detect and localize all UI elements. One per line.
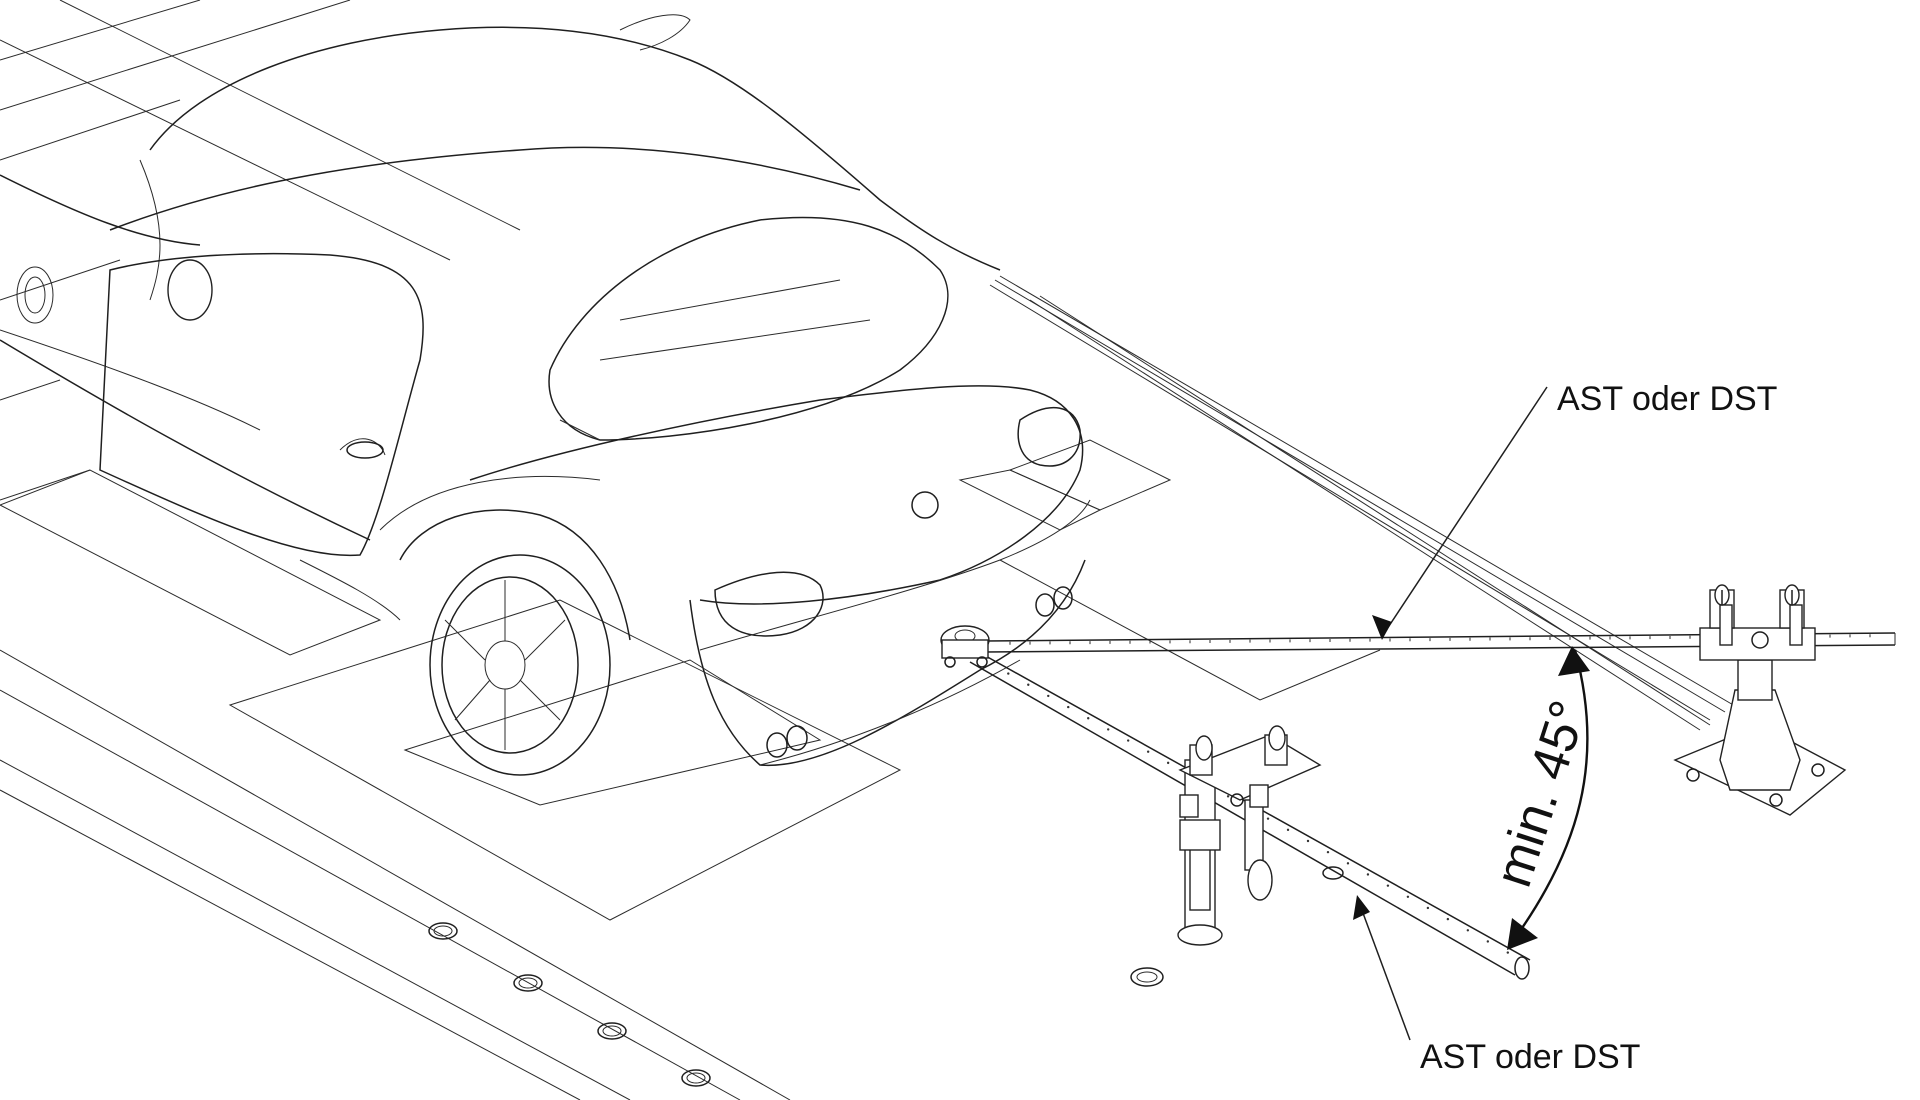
car-icon [0, 14, 1091, 776]
bar-tick [1126, 739, 1130, 742]
bar-tick [1506, 951, 1510, 954]
upper-callout-leader [1372, 386, 1548, 640]
bar-tick [1466, 929, 1470, 932]
bar-tick [1306, 839, 1310, 843]
lower-callout-leader [1353, 895, 1411, 1041]
floor-holes [428, 866, 1344, 1087]
lower-callout-label: AST oder DST [1420, 1038, 1640, 1076]
bar-tick [1047, 694, 1050, 698]
bar-tick [1027, 683, 1030, 686]
bar-tick [1286, 828, 1290, 832]
bar-tick [1366, 873, 1370, 876]
bar-tick [1426, 906, 1430, 910]
angle-dimension [1507, 646, 1590, 950]
bar-clamp [940, 625, 990, 668]
bar-tick [1406, 895, 1410, 898]
bar-tick [1386, 884, 1390, 887]
bar-tick [1087, 717, 1090, 720]
bar-tick [1446, 917, 1450, 921]
bar-tick [1067, 705, 1070, 709]
bar-tick [1107, 728, 1110, 731]
bar-tick [1326, 850, 1330, 854]
upper-callout-label: AST oder DST [1557, 380, 1777, 418]
bar-tick [1346, 862, 1350, 865]
upper-bar-ticks [1009, 634, 1871, 645]
bar-tick [1266, 817, 1270, 820]
lower-measuring-stand-icon [1177, 725, 1322, 946]
bar-tick [1486, 940, 1490, 943]
floor-lines [0, 0, 1381, 1100]
bar-tick [1007, 672, 1010, 675]
bar-tick [1166, 761, 1170, 765]
measuring-stand-icon [1673, 584, 1847, 816]
guide-rail [989, 275, 1736, 731]
bar-tick [1146, 750, 1150, 753]
bar-tick [1226, 795, 1230, 798]
